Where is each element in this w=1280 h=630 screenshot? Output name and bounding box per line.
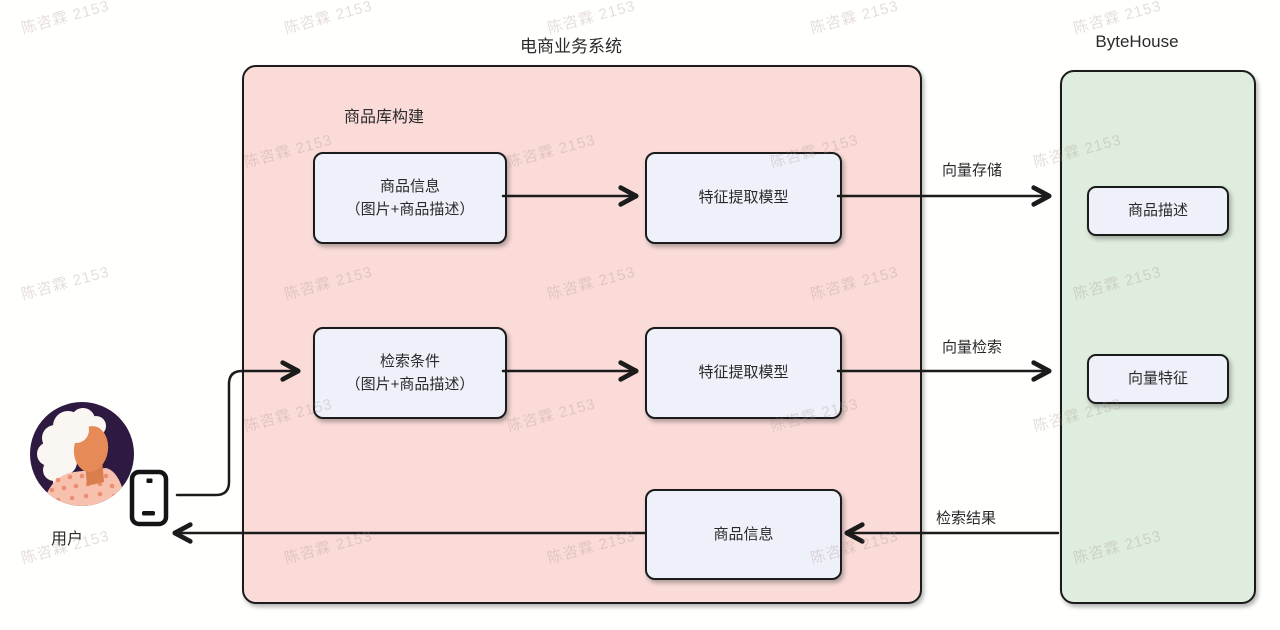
node-product-info-bottom-label: 商品信息 (713, 525, 774, 543)
watermark-text: 陈咨霖 2153 (808, 0, 901, 38)
node-feature-model-mid-label: 特征提取模型 (698, 364, 789, 382)
product-library-section-label: 商品库构建 (344, 109, 425, 126)
label-search-result: 检索结果 (935, 510, 996, 527)
node-product-info-top-line2: （图片+商品描述） (345, 201, 475, 218)
avatar-shirt (42, 468, 127, 506)
phone-icon (129, 469, 169, 527)
node-feature-model-top: 特征提取模型 (645, 152, 842, 244)
user-label: 用户 (50, 531, 83, 548)
watermark-text: 陈咨霖 2153 (19, 0, 112, 38)
node-product-desc-label: 商品描述 (1127, 202, 1188, 220)
node-feature-model-top-label: 特征提取模型 (698, 189, 789, 207)
watermark-text: 陈咨霖 2153 (19, 263, 112, 304)
user-avatar (30, 402, 134, 506)
node-feature-model-mid: 特征提取模型 (645, 327, 842, 419)
node-search-condition-line2: （图片+商品描述） (345, 376, 475, 393)
watermark-text: 陈咨霖 2153 (282, 0, 375, 38)
node-product-info-top: 商品信息 （图片+商品描述） (313, 152, 507, 244)
node-product-info-bottom: 商品信息 (645, 489, 842, 580)
avatar-hair-front (63, 417, 89, 443)
node-product-info-top-line1: 商品信息 (379, 177, 440, 195)
node-vector-feature: 向量特征 (1087, 354, 1229, 404)
node-product-desc: 商品描述 (1087, 186, 1229, 236)
node-vector-feature-label: 向量特征 (1127, 370, 1188, 388)
page-title: 电商业务系统 (520, 37, 622, 56)
node-search-condition: 检索条件 （图片+商品描述） (313, 327, 507, 419)
node-search-condition-line1: 检索条件 (379, 352, 440, 370)
bytehouse-container (1060, 70, 1256, 604)
label-vector-search: 向量检索 (941, 339, 1002, 356)
label-vector-store: 向量存储 (941, 162, 1002, 179)
bytehouse-title: ByteHouse (1095, 32, 1179, 51)
